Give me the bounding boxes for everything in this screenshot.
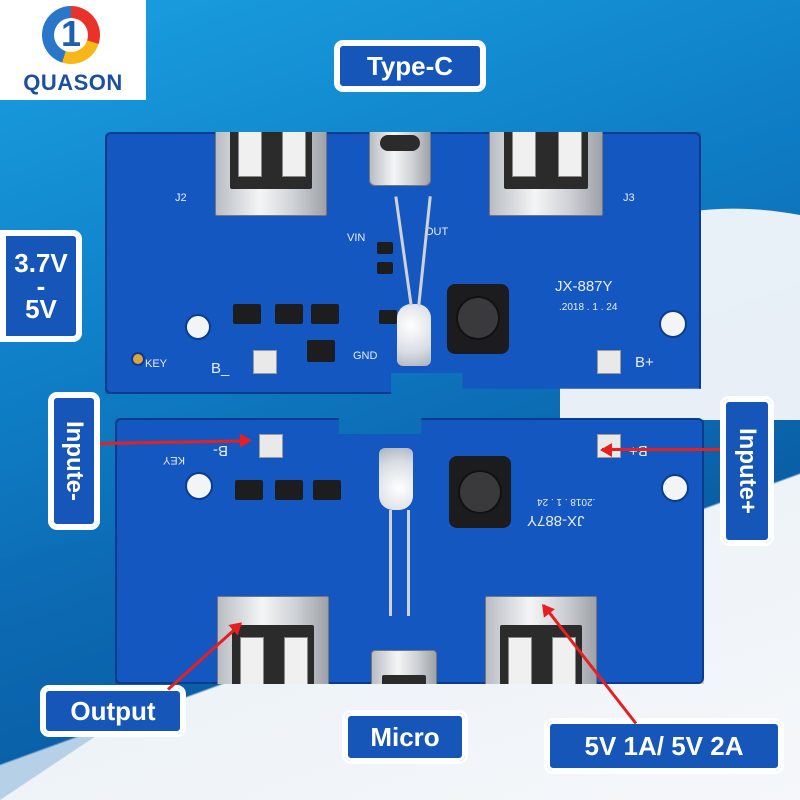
silk-vin: VIN — [347, 232, 366, 244]
bottom-usb-left — [217, 596, 329, 684]
silk-bottom-key: KEY — [163, 454, 186, 466]
led — [397, 304, 431, 366]
brand-name: QUASON — [23, 70, 123, 95]
silk-bottom-model: JX-887Y — [527, 512, 585, 529]
ic-small — [377, 242, 393, 254]
bottom-led — [379, 448, 413, 510]
label-voltage-bottom: 5V — [25, 294, 57, 324]
type-c-port — [369, 132, 431, 186]
led-lead-a — [394, 196, 413, 306]
mount-hole-left — [185, 314, 211, 340]
silk-j2: J2 — [175, 192, 187, 204]
label-voltage: 3.7V - 5V — [0, 230, 82, 342]
label-input-plus: Inpute+ — [720, 396, 774, 546]
usb-port-j2 — [215, 132, 327, 216]
ic-q2 — [275, 304, 303, 324]
ic-q3 — [233, 304, 261, 324]
bottom-ic-3 — [313, 480, 341, 500]
bottom-hole-left — [185, 472, 213, 500]
pad-b-minus — [253, 350, 277, 374]
ic-q1 — [311, 304, 339, 324]
silk-b-minus: B_ — [211, 360, 230, 377]
usb-port-j3 — [489, 132, 603, 216]
ic-small-2 — [377, 262, 393, 274]
ic-u1 — [307, 340, 335, 362]
silk-out: OUT — [425, 226, 449, 238]
pad-b-plus — [597, 350, 621, 374]
label-voltage-top: 3.7V — [14, 248, 68, 278]
silk-date: .2018 . 1 . 24 — [559, 302, 618, 313]
label-voltage-dash: - — [36, 271, 46, 301]
label-output: Output — [40, 685, 186, 737]
silk-j3: J3 — [623, 192, 635, 204]
pcb-top: J2 J3 VIN OUT GND JX-887Y .2018 . 1 . 24… — [105, 132, 701, 394]
pcb-bottom: JX-887Y .2018 . 1 . 24 KEY B- B+ — [115, 418, 704, 684]
label-spec: 5V 1A/ 5V 2A — [544, 718, 784, 774]
inductor-l1 — [447, 284, 509, 354]
silk-b-plus: B+ — [635, 354, 654, 371]
pad-bottom-b-minus — [259, 434, 283, 458]
silk-key: KEY — [145, 358, 168, 370]
label-input-minus: Inpute- — [48, 392, 100, 530]
bottom-inductor — [449, 456, 511, 528]
label-micro: Micro — [342, 710, 468, 764]
ic-small-3 — [379, 310, 397, 324]
arrow-input-plus — [602, 448, 720, 451]
bottom-hole-right — [661, 474, 689, 502]
silk-bottom-b-minus: B- — [213, 442, 228, 459]
bottom-led-lead-b — [407, 510, 410, 616]
bottom-ic-1 — [235, 480, 263, 500]
silk-bottom-date: .2018 . 1 . 24 — [537, 496, 596, 507]
label-type-c: Type-C — [334, 40, 486, 92]
logo-mark-icon: 1 — [42, 6, 100, 64]
bottom-ic-2 — [275, 480, 303, 500]
bottom-led-lead-a — [389, 510, 392, 616]
silk-model: JX-887Y — [555, 278, 613, 295]
key-hole — [131, 352, 145, 366]
mount-hole-right — [659, 310, 687, 338]
silk-gnd: GND — [353, 350, 378, 362]
led-lead-b — [417, 196, 432, 306]
brand-logo: 1 QUASON — [0, 0, 146, 100]
micro-usb-port — [371, 650, 437, 684]
